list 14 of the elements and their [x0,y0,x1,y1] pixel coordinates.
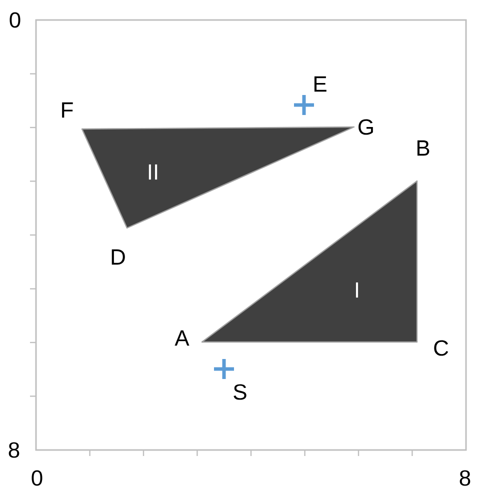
triangle: I [201,180,418,343]
point-label: B [417,140,430,156]
point-label: S [234,384,246,400]
point-label: E [314,76,326,92]
axis-label: 8 [460,470,470,486]
point-label: D [112,249,125,265]
axis-label: 0 [10,12,20,28]
triangle: II [81,126,355,229]
point-label: G [358,119,373,135]
axis-label: 8 [8,442,20,458]
axis-label: 0 [32,470,42,486]
point-label: A [174,330,190,346]
point-label: C [434,340,448,356]
point-label: F [62,102,73,118]
